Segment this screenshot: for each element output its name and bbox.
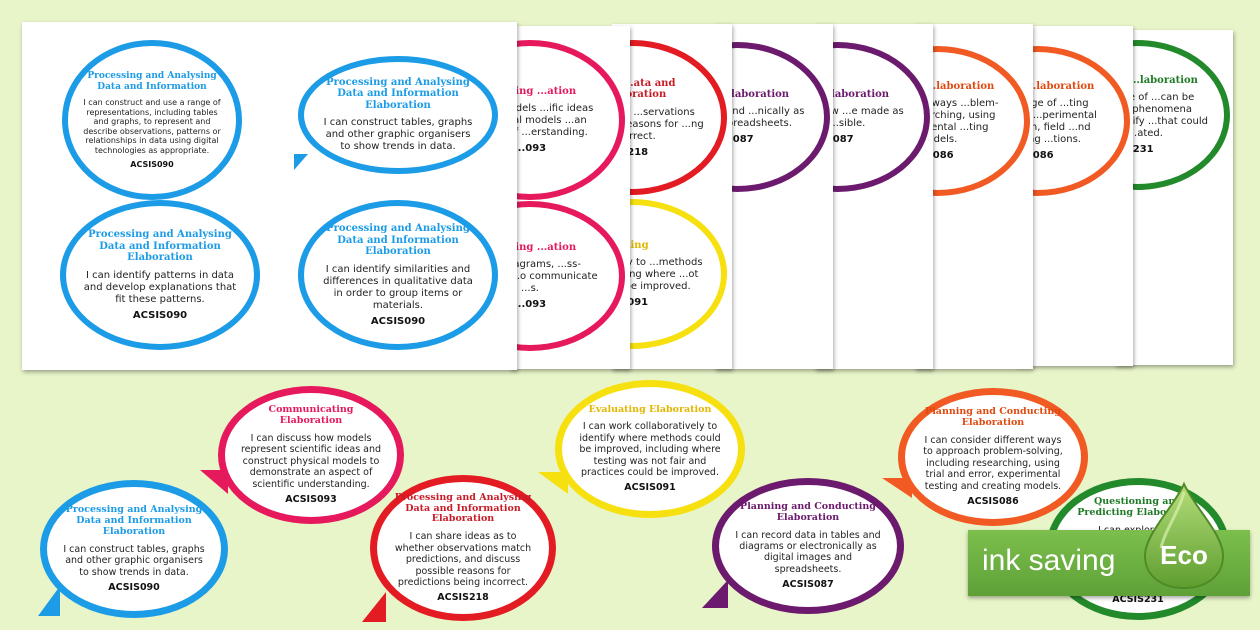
bubble-text: ...e a range of ...ting questions, ...pe… [1015,98,1097,146]
worksheet-page: ...and ...laboration ...in tables and ..… [715,24,833,369]
bubble-text: ...groups how ...e made as fair ...sible… [815,106,904,130]
bubble-text: ...ed diagrams, ...ss-sectional ...o com… [510,259,598,295]
speech-bubble: ...icating ...ation ...how models ...ifi… [510,40,625,200]
bubble-code: ACSIS090 [108,581,160,593]
bubble-tail [538,472,568,494]
bubble-text: ...llaboratively to ...methods could ...… [612,257,703,293]
bubble-title: Processing and Analysing Data and Inform… [326,76,470,111]
bubble-title: Processing and Analysing Data and Inform… [65,504,203,537]
bubble-title: Processing and Analysing Data and Inform… [326,223,470,258]
speech-bubble-evaluating: Evaluating Elaboration I can work collab… [555,380,745,518]
bubble-text: I can construct tables, graphs and other… [63,543,205,578]
bubble-title: ...and ...ata and ...laboration [612,77,676,101]
worksheet-page: ...ng and ...laboration ...he range of .… [1115,30,1233,365]
bubble-text: I can construct and use a range of repre… [83,98,221,156]
bubble-code: ...086 [1021,150,1054,162]
bubble-code: ...086 [921,150,954,162]
bubble-title: Planning and Conducting Elaboration [925,406,1061,429]
bubble-code: ...218 [615,146,649,158]
speech-bubble: ...and ...laboration ...in tables and ..… [715,42,830,192]
bubble-text: I can identify patterns in data and deve… [83,269,237,305]
bubble-title: Processing and Analysing Data and Inform… [88,229,232,264]
bubble-code: ACSIS087 [782,579,834,591]
bubble-code: ...087 [821,134,854,146]
worksheet-page-front: Processing and Analysing Data and Inform… [22,22,517,370]
bubble-code: ACSIS090 [130,159,174,169]
bubble-code: ...091 [615,297,649,309]
bubble-code: ACSIS091 [624,482,676,494]
bubble-title: Processing and Analysing Data and Inform… [394,491,532,525]
eco-label: Eco [1160,540,1208,570]
bubble-title: Evaluating Elaboration [588,403,712,415]
worksheet-page: ...and ...ata and ...laboration ...deas … [612,24,732,369]
bubble-text: I can record data in tables and diagrams… [735,529,881,575]
bubble-text: I can share ideas as to whether observat… [394,531,532,588]
bubble-text: I can construct tables, graphs and other… [323,117,473,153]
bubble-tail [362,592,386,622]
worksheet-page: ...and ...laboration ...groups how ...e … [815,24,933,369]
speech-bubble-processing: Processing and Analysing Data and Inform… [40,480,228,618]
bubble-text: ...different ways ...blem-solving, ...rc… [915,98,999,146]
bubble-text: I can identify similarities and differen… [323,263,473,311]
bubble-tail [38,586,60,616]
bubble-title: ...ng and ...laboration [1115,74,1198,86]
bubble-title: Processing and Analysing Data and Inform… [87,71,217,92]
bubble-title: Planning and Conducting Elaboration [740,500,876,523]
bubble-code: ACSIS090 [370,315,426,327]
bubble-text: I can work collaboratively to identify w… [579,421,721,479]
eco-drop-icon: Eco [1143,481,1225,590]
bubble-title: Questioning and Predicting Elaboration [1077,496,1199,518]
speech-bubble: Processing and Analysing Data and Inform… [298,56,498,174]
bubble-title: ...ting [615,239,649,251]
speech-bubble: Processing and Analysing Data and Inform… [62,40,242,200]
bubble-title: ...g and ...laboration [1015,80,1095,92]
bubble-text: ...in tables and ...nically as digital .… [715,106,805,130]
bubble-tail [702,580,728,608]
bubble-code: ACSIS231 [1112,594,1164,606]
bubble-code: ...087 [721,134,754,146]
bubble-code: ...093 [513,143,547,155]
worksheet-page: ...icating ...ation ...how models ...ifi… [510,26,630,369]
speech-bubble-communicating: Communicating Elaboration I can discuss … [218,386,404,524]
bubble-title: Communicating Elaboration [268,404,354,427]
speech-bubble-planning: Planning and Conducting Elaboration I ca… [712,478,904,614]
bubble-code: ACSIS093 [285,493,337,505]
speech-bubble: Processing and Analysing Data and Inform… [298,200,498,350]
badge-label: ink saving [982,544,1116,577]
bubble-code: ACSIS218 [437,592,489,604]
bubble-title: ...icating ...ation [510,241,577,253]
bubble-text: ...he range of ...can be asked ...r phen… [1115,92,1208,140]
bubble-code: ...093 [513,299,547,311]
worksheet-page: ...g and ...laboration ...different ways… [915,24,1033,369]
speech-bubble: Processing and Analysing Data and Inform… [60,200,260,350]
bubble-text: ...how models ...ific ideas and ...ical … [510,103,594,139]
worksheet-page: ...g and ...laboration ...e a range of .… [1015,26,1133,366]
bubble-text: I can discuss how models represent scien… [240,432,382,490]
bubble-title: ...icating ...ation [510,85,577,97]
bubble-code: ACSIS090 [132,309,188,321]
bubble-title: ...and ...laboration [715,88,790,100]
speech-bubble-planning-orange: Planning and Conducting Elaboration I ca… [898,388,1088,526]
bubble-title: ...and ...laboration [815,88,890,100]
bubble-code: ...231 [1121,144,1154,156]
speech-bubble: ...icating ...ation ...ed diagrams, ...s… [510,201,625,351]
bubble-text: I can consider different ways to approac… [923,434,1063,492]
bubble-code: ACSIS086 [967,495,1019,507]
bubble-title: ...g and ...laboration [915,80,995,92]
speech-bubble-processing-red: Processing and Analysing Data and Inform… [370,475,556,621]
bubble-text: ...deas as to ...servations ...s, and ..… [612,106,704,142]
bubble-tail [294,154,308,170]
